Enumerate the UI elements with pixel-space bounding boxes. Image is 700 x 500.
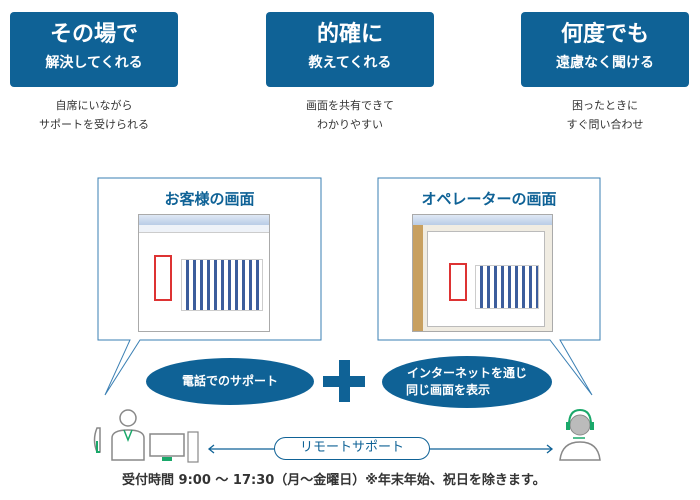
feature-card-1: その場で 解決してくれる [10,12,178,87]
screen-share-oval: インターネットを通じ 同じ画面を表示 [382,356,552,408]
remote-support-label: リモートサポート [274,437,430,460]
card-title: その場で [49,22,138,47]
plus-icon-vertical [339,360,350,402]
operator-screen-image [412,214,553,332]
feature-desc-3: 困ったときにすぐ問い合わせ [521,96,689,134]
desc-line: すぐ問い合わせ [566,118,644,131]
card-title: 何度でも [560,22,649,47]
card-subtitle: 遠慮なく聞ける [556,55,654,71]
customer-screen-title: お客様の画面 [164,190,255,208]
desc-line: 自席にいながら [55,99,133,112]
desc-line: サポートを受けられる [39,118,149,131]
operator-icon [559,408,601,461]
card-title: 的確に [316,22,383,47]
desc-line: わかりやすい [317,118,383,131]
card-subtitle: 解決してくれる [45,55,143,71]
customer-screen-image [138,214,270,332]
business-hours: 受付時間 9:00 ～ 17:30（月～金曜日）※年末年始、祝日を除きます。 [122,473,546,488]
desc-line: 画面を共有できて [306,99,394,112]
feature-desc-2: 画面を共有できてわかりやすい [266,96,434,134]
phone-support-oval: 電話でのサポート [146,358,314,405]
operator-screen-title: オペレーターの画面 [421,190,557,208]
computer-icon [149,431,199,463]
customer-icon [93,409,145,461]
oval-line: 同じ画面を表示 [406,383,491,397]
feature-card-2: 的確に 教えてくれる [266,12,434,87]
oval-line: インターネットを通じ [406,366,527,380]
desc-line: 困ったときに [572,99,638,112]
feature-desc-1: 自席にいながらサポートを受けられる [10,96,178,134]
feature-card-3: 何度でも 遠慮なく聞ける [521,12,689,87]
card-subtitle: 教えてくれる [308,55,392,71]
